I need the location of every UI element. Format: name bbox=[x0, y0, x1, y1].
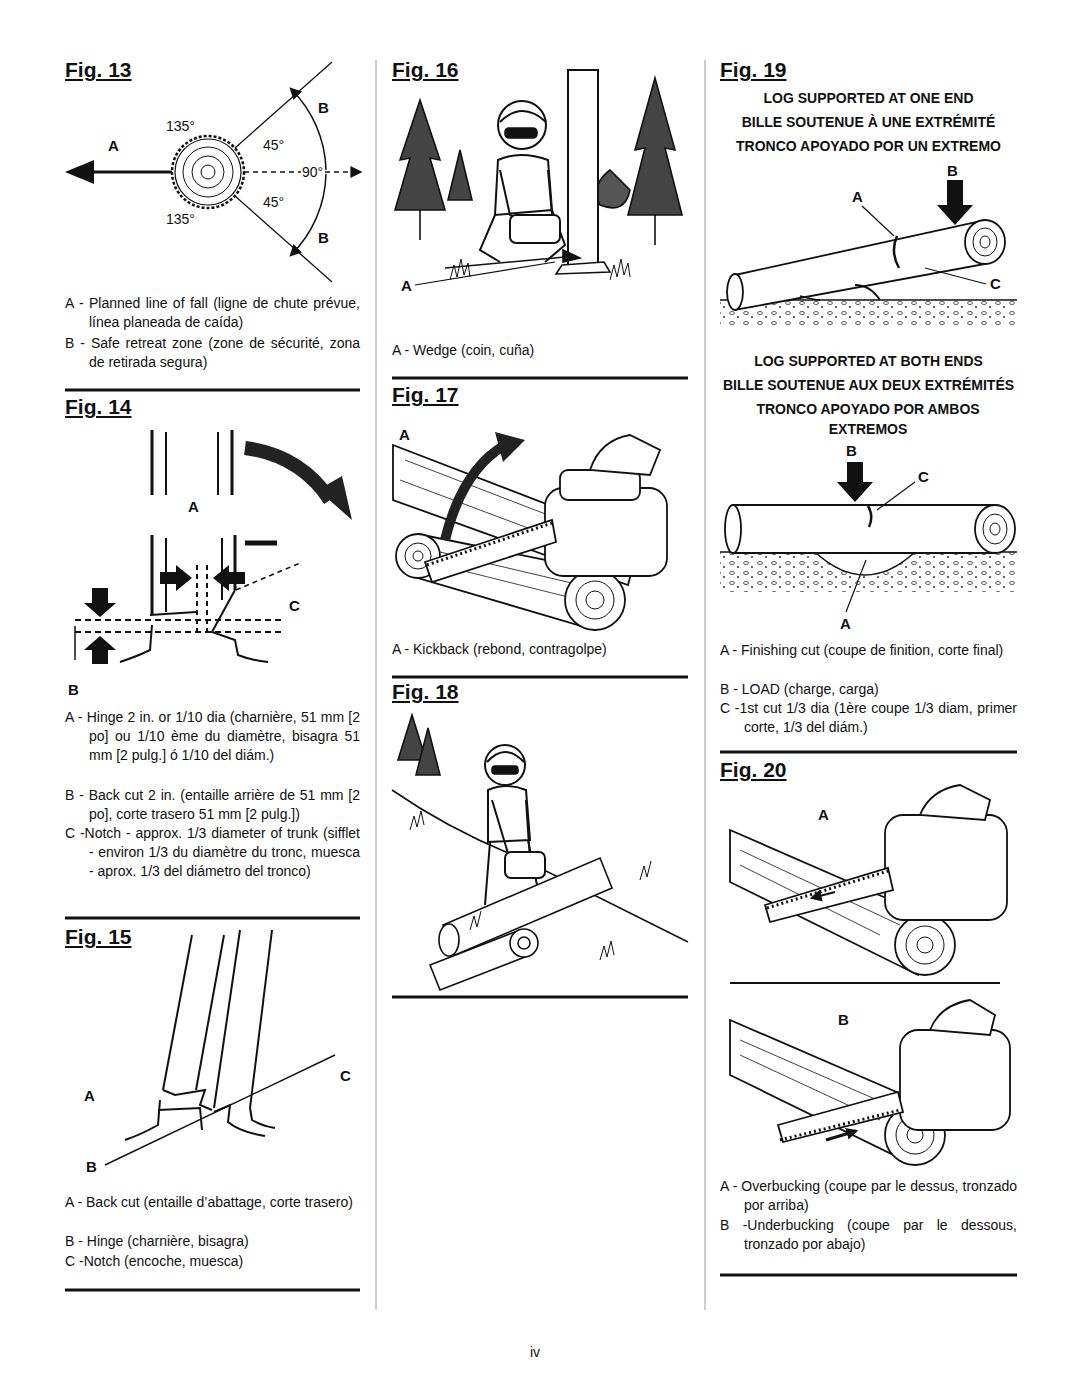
figure-title: Fig. 18 bbox=[392, 680, 459, 704]
section-heading: TRONCO APOYADO POR AMBOS EXTREMOS bbox=[748, 399, 988, 439]
angle-value: 45° bbox=[263, 193, 284, 212]
section-heading: LOG SUPPORTED AT ONE END bbox=[720, 88, 1017, 108]
figure-title: Fig. 15 bbox=[65, 925, 132, 949]
callout-letter: B bbox=[318, 98, 329, 117]
callout-letter: B bbox=[947, 161, 958, 180]
callout-letter: A bbox=[188, 497, 199, 516]
callout-letter: B bbox=[846, 441, 857, 460]
angle-value: 135° bbox=[166, 117, 195, 136]
section-heading: BILLE SOUTENUE AUX DEUX EXTRÉMITÉS bbox=[720, 375, 1017, 395]
callout-letter: C bbox=[289, 596, 300, 615]
callout-letter: B bbox=[68, 680, 79, 699]
notch-hinge-diagram bbox=[75, 430, 352, 664]
callout-letter: A bbox=[84, 1086, 95, 1105]
legend-text: C -Notch - approx. 1/3 diameter of trunk… bbox=[65, 824, 360, 881]
legend-text: B - Back cut 2 in. (entaille arrière de … bbox=[65, 786, 360, 824]
felling-direction-diagram bbox=[65, 62, 360, 282]
bucking-illustrations bbox=[730, 785, 1010, 1165]
wedge-illustration bbox=[395, 70, 682, 285]
page-number: iv bbox=[530, 1343, 540, 1362]
callout-letter: A bbox=[840, 614, 851, 633]
angle-value: 135° bbox=[166, 210, 195, 229]
callout-letter: A bbox=[818, 805, 829, 824]
figure-title: Fig. 19 bbox=[720, 58, 787, 82]
figure-title: Fig. 14 bbox=[65, 395, 132, 419]
callout-letter: A bbox=[399, 425, 410, 444]
callout-letter: C bbox=[340, 1066, 351, 1085]
callout-letter: B bbox=[318, 228, 329, 247]
section-rules bbox=[65, 378, 1017, 1290]
legend-text: A - Wedge (coin, cuña) bbox=[392, 341, 687, 360]
column-separators bbox=[376, 60, 705, 1310]
falling-tree-diagram bbox=[105, 930, 335, 1165]
legend-text: A - Planned line of fall (ligne de chute… bbox=[65, 294, 360, 332]
legend-text: A - Back cut (entaille d’abattage, corte… bbox=[65, 1193, 360, 1212]
legend-text: A - Finishing cut (coupe de finition, co… bbox=[720, 641, 1017, 660]
callout-letter: A bbox=[401, 276, 412, 295]
legend-text: A - Kickback (rebond, contragolpe) bbox=[392, 640, 687, 659]
angle-value: 45° bbox=[263, 136, 284, 155]
legend-text: B - LOAD (charge, carga) bbox=[720, 680, 1017, 699]
log-support-illustrations bbox=[720, 180, 1017, 612]
legend-text: B -Underbucking (coupe par le dessous, t… bbox=[720, 1216, 1017, 1254]
legend-text: A - Overbucking (coupe par le dessus, tr… bbox=[720, 1177, 1017, 1215]
section-heading: BILLE SOUTENUE À UNE EXTRÉMITÉ bbox=[720, 112, 1017, 132]
callout-letter: C bbox=[990, 274, 1001, 293]
callout-letter: A bbox=[852, 187, 863, 206]
figure-title: Fig. 20 bbox=[720, 758, 787, 782]
legend-text: C -Notch (encoche, muesca) bbox=[65, 1252, 360, 1271]
callout-letter: B bbox=[86, 1157, 97, 1176]
legend-text: C -1st cut 1/3 dia (1ère coupe 1/3 diam,… bbox=[720, 699, 1017, 737]
figure-title: Fig. 13 bbox=[65, 58, 132, 82]
kickback-illustration bbox=[393, 432, 667, 630]
callout-letter: C bbox=[918, 467, 929, 486]
slope-cutting-illustration bbox=[392, 715, 688, 990]
angle-value: 90° bbox=[301, 163, 324, 182]
legend-text: A - Hinge 2 in. or 1/10 dia (charnière, … bbox=[65, 708, 360, 765]
section-heading: LOG SUPPORTED AT BOTH ENDS bbox=[720, 351, 1017, 371]
callout-letter: A bbox=[108, 136, 119, 155]
figure-title: Fig. 16 bbox=[392, 58, 459, 82]
legend-text: B - Hinge (charnière, bisagra) bbox=[65, 1232, 360, 1251]
legend-text: B - Safe retreat zone (zone de sécurité,… bbox=[65, 334, 360, 372]
section-heading: TRONCO APOYADO POR UN EXTREMO bbox=[720, 136, 1017, 156]
figure-title: Fig. 17 bbox=[392, 383, 459, 407]
callout-letter: B bbox=[838, 1010, 849, 1029]
